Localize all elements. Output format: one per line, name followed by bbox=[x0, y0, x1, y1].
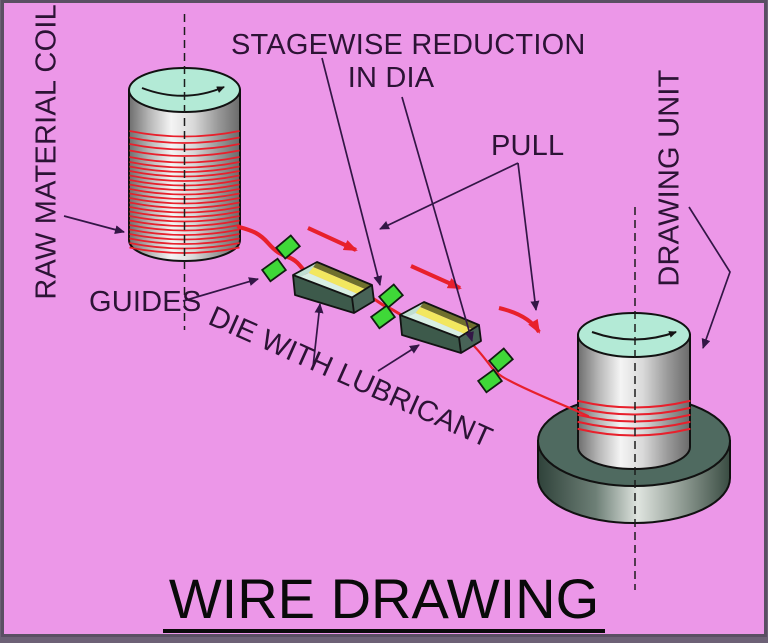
stagewise-reduction-label-line2: IN DIA bbox=[347, 62, 435, 95]
raw-material-coil-label: RAW MATERIAL COIL bbox=[30, 4, 63, 300]
leader-lines bbox=[63, 57, 731, 372]
pull-arrow-icon bbox=[410, 264, 462, 290]
drawing-unit-leader bbox=[688, 206, 731, 349]
capstan-body bbox=[577, 334, 691, 470]
figure-title-row: WIRE DRAWING bbox=[0, 571, 768, 633]
die-1-graphic bbox=[292, 261, 375, 314]
pull-leader-2 bbox=[517, 162, 540, 311]
rotation-arrow-icon bbox=[141, 86, 225, 97]
drawing-unit-graphic bbox=[537, 312, 731, 524]
wire-segment-1 bbox=[236, 224, 309, 276]
die-2-leader bbox=[377, 344, 420, 372]
guides-label: GUIDES bbox=[89, 286, 202, 318]
stagewise-reduction-leader-1 bbox=[321, 57, 383, 286]
pull-direction-arrows bbox=[307, 226, 541, 334]
pull-label: PULL bbox=[491, 130, 565, 162]
raw-material-coil-leader bbox=[63, 215, 125, 235]
figure-title: WIRE DRAWING bbox=[162, 571, 606, 633]
guide-block bbox=[261, 257, 287, 283]
stagewise-reduction-leader-2 bbox=[401, 96, 474, 342]
drawing-unit-label: DRAWING UNIT bbox=[653, 69, 686, 287]
wire-segment-3 bbox=[471, 343, 590, 418]
capstan-top-face bbox=[577, 312, 691, 358]
capstan-wire-wraps bbox=[577, 399, 691, 437]
stagewise-reduction-label-line1: STAGEWISE REDUCTION bbox=[231, 29, 586, 61]
rotation-arrow-icon bbox=[591, 331, 677, 341]
guides-leader bbox=[182, 277, 259, 302]
die-1-leader bbox=[312, 303, 324, 368]
pull-arrow-icon bbox=[498, 306, 541, 334]
stagewise-reduction-label: STAGEWISE REDUCTION IN DIA bbox=[231, 29, 586, 96]
pull-arrow-icon bbox=[307, 226, 358, 252]
pull-leader-1 bbox=[379, 162, 519, 230]
wire-path bbox=[236, 224, 691, 437]
